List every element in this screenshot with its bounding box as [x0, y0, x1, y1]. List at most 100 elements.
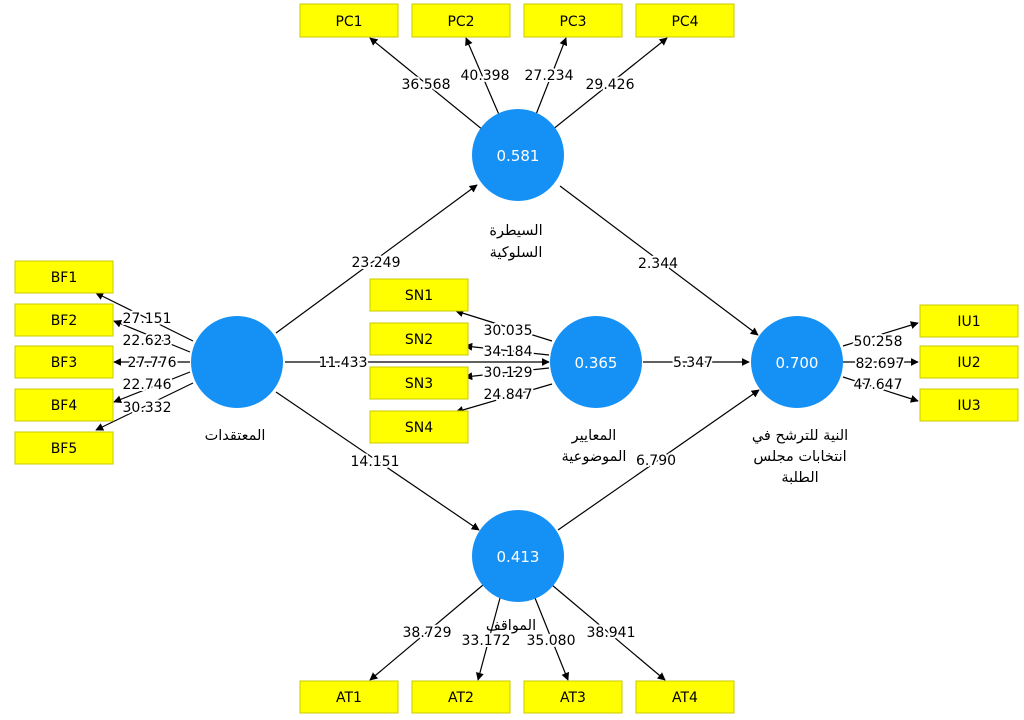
indicator-at2: AT2: [411, 680, 511, 714]
indicator-pc3: PC3: [523, 3, 623, 38]
edge-label-bf-bf2: 22.623: [123, 333, 172, 349]
edge-label-bf-bf5: 30.332: [123, 400, 172, 416]
edge-label-iu-iu3: 47.647: [854, 377, 903, 393]
edge-iu-iu1: [842, 321, 919, 347]
indicator-label: SN1: [405, 288, 433, 304]
edge-bf-bf2: [113, 320, 191, 353]
edge-label-pc-pc2: 40.398: [461, 68, 510, 84]
constructs: 0.581 0.365 0.700 0.413: [191, 109, 843, 602]
edge-bf-bf4: [113, 371, 191, 404]
construct-bf: [191, 316, 283, 408]
caption-pc-line2: السلوكية: [490, 245, 543, 261]
edge-sn-sn4: [455, 383, 553, 414]
edge-label-at-at4: 38.941: [587, 625, 636, 641]
indicator-boxes: PC1 PC2 PC3 PC4 BF1 BF2 BF3 BF4 BF5 SN1 …: [14, 3, 1019, 714]
edge-label-iu-iu2: 82.697: [856, 356, 905, 372]
caption-bf-line1: المعتقدات: [205, 428, 266, 444]
indicator-sn1: SN1: [369, 278, 469, 312]
indicator-at1: AT1: [299, 680, 399, 714]
indicator-label: IU3: [957, 398, 980, 414]
edge-pc-pc4: [551, 37, 668, 131]
indicator-pc4: PC4: [635, 3, 735, 38]
indicator-iu3: IU3: [919, 388, 1019, 422]
indicator-label: SN4: [405, 420, 433, 436]
caption-iu-line1: النية للترشح في: [752, 428, 848, 444]
indicator-bf5: BF5: [14, 431, 114, 465]
edge-sn-sn1: [455, 309, 553, 342]
edge-iu-iu3: [842, 376, 919, 403]
indicator-label: IU2: [957, 355, 980, 371]
edge-at-at4: [551, 584, 666, 681]
edge-label-pc-pc3: 27.234: [525, 68, 574, 84]
indicator-sn2: SN2: [369, 322, 469, 356]
indicator-iu1: IU1: [919, 304, 1019, 338]
edge-label-bf-bf3: 27.776: [128, 355, 177, 371]
edge-label-bf-bf1: 27.151: [123, 311, 172, 327]
indicator-at4: AT4: [635, 680, 735, 714]
edge-label-bf-pc: 23.249: [352, 255, 401, 271]
indicator-label: PC3: [559, 14, 586, 30]
indicator-at3: AT3: [523, 680, 623, 714]
indicator-label: AT2: [448, 690, 474, 706]
indicator-iu2: IU2: [919, 345, 1019, 379]
indicator-label: AT3: [560, 690, 586, 706]
edge-label-sn-sn4: 24.847: [484, 387, 533, 403]
indicator-label: PC4: [671, 14, 698, 30]
indicator-label: SN2: [405, 332, 433, 348]
edge-label-pc-pc1: 36.568: [402, 77, 451, 93]
indicator-sn3: SN3: [369, 366, 469, 400]
edges: [95, 37, 919, 681]
edge-at-at2: [476, 597, 501, 681]
indicator-bf3: BF3: [14, 345, 114, 379]
indicator-label: BF4: [51, 398, 78, 414]
indicator-bf1: BF1: [14, 260, 114, 294]
edge-label-sn-sn2: 34.184: [484, 344, 533, 360]
caption-sn-line2: الموضوعية: [562, 449, 627, 465]
edge-at-at1: [369, 584, 484, 681]
indicator-label: BF1: [51, 270, 78, 286]
edge-label-bf-bf4: 22.746: [123, 377, 172, 393]
indicator-label: PC2: [447, 14, 474, 30]
indicator-label: IU1: [957, 314, 980, 330]
construct-pc: 0.581: [472, 109, 564, 201]
edge-label-at-at3: 35.080: [527, 633, 576, 649]
indicator-label: BF2: [51, 313, 78, 329]
edge-label-sn-iu: 5.347: [673, 355, 713, 371]
edge-label-at-iu: 6.790: [636, 453, 676, 469]
edge-label-bf-sn: 11.433: [319, 355, 368, 371]
edge-label-iu-iu1: 50.258: [854, 334, 903, 350]
edge-labels: 36.568 40.398 27.234 29.426 27.151 22.62…: [121, 66, 907, 651]
edge-bf-pc: [275, 184, 478, 334]
indicator-bf4: BF4: [14, 388, 114, 422]
construct-r2-value: 0.413: [497, 548, 540, 566]
indicator-label: SN3: [405, 376, 433, 392]
caption-iu-line2: انتخابات مجلس: [753, 449, 846, 465]
indicator-label: BF5: [51, 441, 78, 457]
caption-pc-line1: السيطرة: [489, 223, 542, 239]
indicator-pc1: PC1: [299, 3, 399, 38]
edge-label-pc-pc4: 29.426: [586, 77, 635, 93]
construct-sn: 0.365: [550, 316, 642, 408]
construct-r2-value: 0.365: [575, 354, 618, 372]
indicator-label: AT1: [336, 690, 362, 706]
construct-captions: السيطرة السلوكية المعتقدات المعايير المو…: [205, 223, 849, 634]
indicator-label: PC1: [335, 14, 362, 30]
edge-label-sn-sn3: 30.129: [484, 365, 533, 381]
edge-label-sn-sn1: 30.035: [484, 323, 533, 339]
edge-pc-pc2: [465, 37, 501, 118]
edge-label-at-at2: 33.172: [462, 633, 511, 649]
construct-r2-value: 0.700: [776, 354, 819, 372]
construct-r2-value: 0.581: [497, 147, 540, 165]
edge-sn-sn3: [464, 367, 550, 381]
caption-sn-line1: المعايير: [571, 428, 617, 444]
edge-sn-sn2: [464, 342, 550, 356]
construct-iu: 0.700: [751, 316, 843, 408]
edge-bf-at: [275, 391, 480, 531]
indicator-bf2: BF2: [14, 303, 114, 337]
edge-pc-pc1: [369, 37, 484, 131]
edge-label-bf-at: 14.151: [351, 454, 400, 470]
caption-iu-line3: الطلبة: [781, 470, 818, 486]
indicator-label: AT4: [672, 690, 698, 706]
